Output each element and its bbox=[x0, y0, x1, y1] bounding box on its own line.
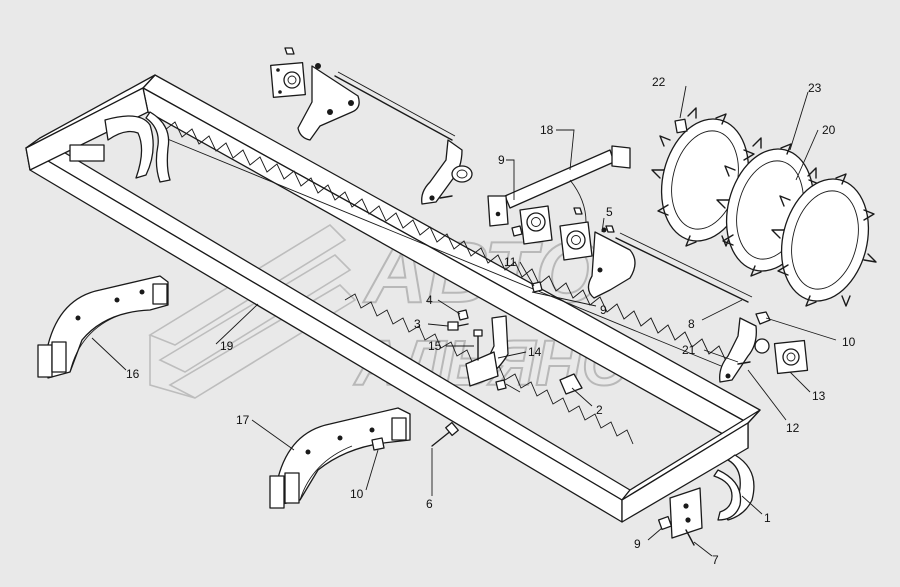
nut-4[interactable] bbox=[457, 309, 469, 321]
callout-14: 14 bbox=[528, 345, 542, 359]
end-bracket-right bbox=[657, 487, 703, 546]
roller-wheel-20[interactable] bbox=[769, 167, 881, 310]
clamp-2[interactable] bbox=[559, 373, 583, 395]
callout-12: 12 bbox=[786, 421, 800, 435]
bracket-17[interactable] bbox=[269, 407, 411, 509]
callout-9-mid: 9 bbox=[600, 303, 607, 317]
bearing-housing-left[interactable] bbox=[519, 205, 553, 245]
callout-1: 1 bbox=[764, 511, 771, 525]
plate-18[interactable] bbox=[487, 145, 631, 227]
callout-22: 21 bbox=[682, 343, 696, 357]
upper-arm[interactable] bbox=[297, 63, 360, 141]
tine-right[interactable] bbox=[713, 454, 755, 521]
tine-left bbox=[69, 111, 171, 183]
callout-9-bottom: 9 bbox=[634, 537, 641, 551]
callout-10-right: 10 bbox=[842, 335, 856, 349]
bracket-14[interactable] bbox=[465, 315, 509, 387]
nut-10-lower[interactable] bbox=[371, 437, 385, 451]
nut-11[interactable] bbox=[531, 281, 543, 293]
callout-6: 6 bbox=[426, 497, 433, 511]
nut-9-left[interactable] bbox=[511, 225, 523, 237]
nut-9-center[interactable] bbox=[495, 379, 521, 393]
callout-8: 8 bbox=[688, 317, 695, 331]
callout-4: 4 bbox=[426, 293, 433, 307]
arm-12[interactable] bbox=[719, 317, 770, 383]
callout-23: 23 bbox=[808, 81, 822, 95]
callout-15: 15 bbox=[428, 339, 442, 353]
callout-11: 11 bbox=[504, 255, 517, 269]
callout-5: 5 bbox=[606, 205, 613, 219]
callout-19: 19 bbox=[220, 339, 234, 353]
callout-labels: 22 23 20 18 9 5 11 9 4 3 15 14 2 19 16 1… bbox=[126, 75, 856, 567]
callout-9-top: 9 bbox=[498, 153, 505, 167]
main-frame bbox=[25, 74, 761, 523]
bolt-6[interactable] bbox=[431, 421, 459, 447]
bearing-housing-right[interactable] bbox=[559, 207, 593, 261]
shaft-upper[interactable] bbox=[334, 71, 456, 141]
nut-10-right[interactable] bbox=[755, 311, 771, 325]
middle-arm[interactable] bbox=[421, 139, 473, 205]
bracket-16[interactable] bbox=[37, 275, 169, 379]
shaft-8[interactable] bbox=[615, 232, 753, 303]
callout-18: 18 bbox=[540, 123, 554, 137]
arm-5[interactable] bbox=[587, 225, 636, 299]
plate-13[interactable] bbox=[773, 339, 809, 375]
callout-21: 22 bbox=[652, 75, 666, 89]
callout-2: 2 bbox=[596, 403, 603, 417]
callout-17: 17 bbox=[236, 413, 250, 427]
callout-20: 20 bbox=[822, 123, 836, 137]
callout-13: 13 bbox=[812, 389, 826, 403]
callout-3: 3 bbox=[414, 317, 421, 331]
bolt-15[interactable] bbox=[473, 329, 483, 361]
leader-lines bbox=[91, 85, 837, 557]
callout-10-lower: 10 bbox=[350, 487, 364, 501]
callout-7: 7 bbox=[712, 553, 719, 567]
bearing-plate-top[interactable] bbox=[270, 47, 306, 98]
callout-16: 16 bbox=[126, 367, 140, 381]
